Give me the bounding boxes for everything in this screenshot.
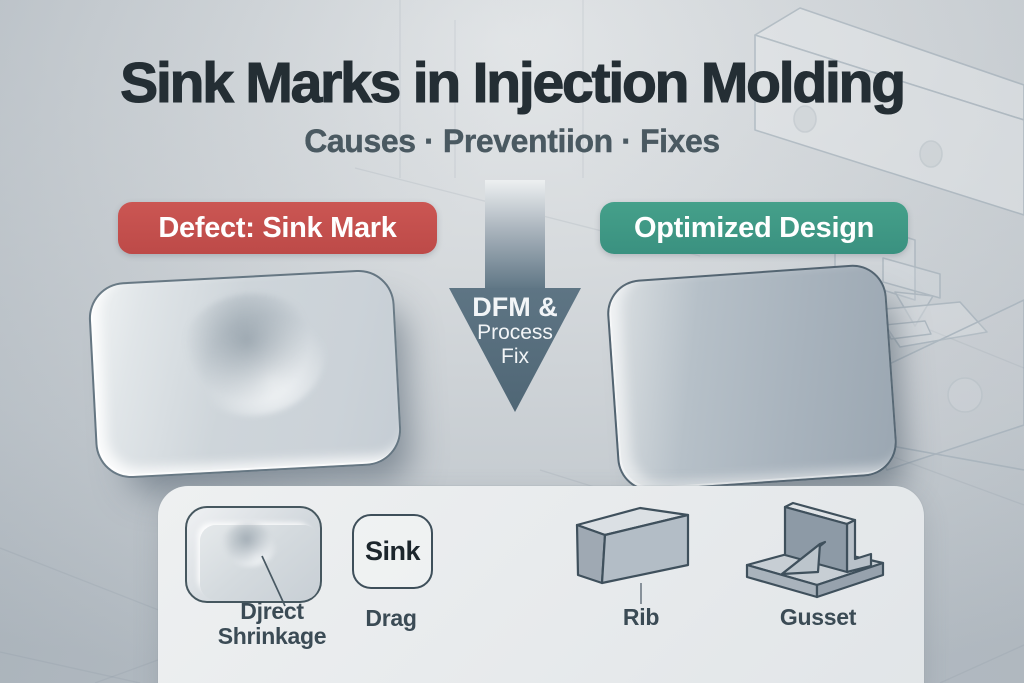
page-title: Sink Marks in Injection Molding: [120, 50, 907, 115]
machine-illustration: [754, 7, 1024, 471]
rib-label: Rib: [622, 604, 660, 630]
leader-lines: [261, 555, 642, 607]
optimized-plate: [604, 262, 900, 494]
mini-sink-dimple: [221, 523, 277, 567]
shrinkage-label: Djrect Shrinkage: [192, 599, 352, 649]
defect-plate: [87, 268, 403, 480]
sink-tag: Sink: [352, 514, 433, 589]
arrow-caption-line1: DFM &: [472, 292, 558, 322]
drag-label: Drag: [365, 605, 417, 631]
legend-card: Sink Djrect Shrinkage: [158, 486, 924, 683]
arrow-caption-line2: Process: [477, 321, 553, 344]
defect-badge: Defect: Sink Mark: [118, 202, 437, 254]
gusset-label: Gusset: [779, 604, 857, 630]
page-subtitle: Causes · Preventiion · Fixes: [304, 123, 720, 159]
shrinkage-box-shape: [185, 506, 322, 603]
dfm-arrow: DFM & Process Fix: [440, 170, 600, 420]
shrinkage-label-line2: Shrinkage: [217, 623, 327, 649]
down-arrow-icon: [449, 180, 581, 412]
sink-tag-label: Sink: [364, 536, 421, 566]
sink-mark-dimple: [175, 289, 329, 420]
arrow-caption-line3: Fix: [501, 345, 529, 368]
gusset-shape: [745, 501, 885, 599]
rib-shape: [575, 506, 690, 585]
shrinkage-label-line1: Djrect: [240, 598, 304, 624]
optimized-badge: Optimized Design: [600, 202, 908, 254]
